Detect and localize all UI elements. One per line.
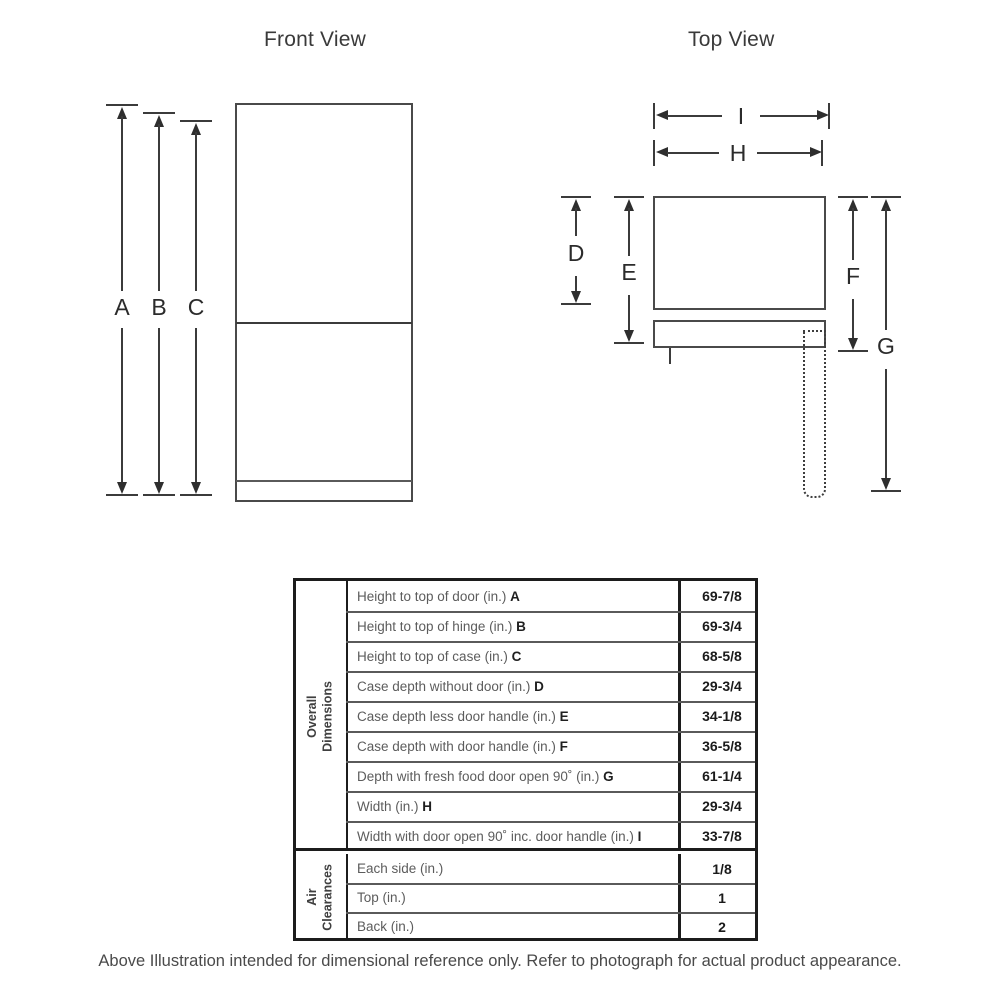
table-row: Case depth less door handle (in.) E 34-1… <box>346 701 755 731</box>
table-row: Depth with fresh food door open 90˚ (in.… <box>346 761 755 791</box>
dimension-label-g: G <box>877 333 895 359</box>
row-marker: A <box>510 588 520 604</box>
row-description: Case depth less door handle (in.) E <box>357 708 569 724</box>
row-value: 36-5/8 <box>702 738 742 754</box>
row-value: 69-3/4 <box>702 618 742 634</box>
row-value: 61-1/4 <box>702 768 742 784</box>
row-value: 29-3/4 <box>702 678 742 694</box>
row-value: 2 <box>718 918 726 935</box>
row-description: Top (in.) <box>357 890 406 905</box>
front-view-title: Front View <box>264 28 366 51</box>
table-row: Width with door open 90˚ inc. door handl… <box>346 821 755 851</box>
table-group-air-clearances: Air Clearances Each side (in.) 1/8 Top (… <box>296 854 755 941</box>
row-marker: I <box>637 828 642 844</box>
group-label-line-1: Air <box>305 888 320 907</box>
top-view-open-door-footprint <box>803 330 826 498</box>
row-value: 69-7/8 <box>702 588 742 604</box>
row-description: Depth with fresh food door open 90˚ (in.… <box>357 768 614 784</box>
front-view-cabinet-outline <box>235 103 413 502</box>
group-label-divider <box>346 854 348 941</box>
table-row: Width (in.) H 29-3/4 <box>346 791 755 821</box>
row-marker: E <box>559 708 569 724</box>
row-description: Height to top of hinge (in.) B <box>357 618 526 634</box>
row-value: 68-5/8 <box>702 648 742 664</box>
dimension-label-c: C <box>187 294 205 320</box>
table-row: Height to top of case (in.) C 68-5/8 <box>346 641 755 671</box>
row-description: Height to top of door (in.) A <box>357 588 520 604</box>
row-marker: C <box>511 648 522 664</box>
row-description: Width with door open 90˚ inc. door handl… <box>357 828 642 844</box>
row-description: Each side (in.) <box>357 861 444 876</box>
top-view-door-outline <box>653 320 826 348</box>
table-row: Top (in.) 1 <box>346 883 755 912</box>
table-row: Back (in.) 2 <box>346 912 755 941</box>
row-description: Case depth without door (in.) D <box>357 678 544 694</box>
dimension-label-d: D <box>567 240 585 266</box>
group-label-divider <box>346 581 348 848</box>
row-marker: H <box>422 798 433 814</box>
row-marker: B <box>516 618 526 634</box>
front-view-kick-strip-line <box>236 480 412 482</box>
group-label-line-1: Overall <box>305 694 320 738</box>
dimension-label-i: I <box>737 103 745 129</box>
table-row: Case depth without door (in.) D 29-3/4 <box>346 671 755 701</box>
table-row: Height to top of hinge (in.) B 69-3/4 <box>346 611 755 641</box>
dimension-label-f: F <box>845 263 861 289</box>
row-marker: F <box>559 738 568 754</box>
group-label-air-clearances: Air Clearances <box>296 854 346 941</box>
row-description: Case depth with door handle (in.) F <box>357 738 568 754</box>
table-row: Height to top of door (in.) A 69-7/8 <box>346 581 755 611</box>
table-group-overall-dimensions: Overall Dimensions Height to top of door… <box>296 581 755 851</box>
group-label-overall-dimensions: Overall Dimensions <box>296 581 346 851</box>
row-value: 29-3/4 <box>702 798 742 814</box>
dimension-label-e: E <box>621 259 637 285</box>
row-value: 1 <box>718 889 726 906</box>
group-label-line-2: Clearances <box>321 864 335 931</box>
front-view-door-divider-line <box>236 322 412 324</box>
row-value: 33-7/8 <box>702 828 742 844</box>
top-view-case-outline <box>653 196 826 310</box>
top-view-title: Top View <box>688 28 775 51</box>
top-view-door-handle-tick <box>669 348 671 364</box>
dimension-label-a: A <box>114 294 130 320</box>
row-marker: D <box>534 678 544 694</box>
illustration-disclaimer-caption: Above Illustration intended for dimensio… <box>98 952 902 970</box>
dimensions-spec-table: Overall Dimensions Height to top of door… <box>293 578 758 941</box>
table-row: Case depth with door handle (in.) F 36-5… <box>346 731 755 761</box>
row-description: Width (in.) H <box>357 798 433 814</box>
dimension-label-b: B <box>151 294 167 320</box>
value-column-divider <box>678 854 681 941</box>
row-description: Back (in.) <box>357 919 415 934</box>
group-label-line-2: Dimensions <box>321 680 335 752</box>
row-marker: G <box>603 768 614 784</box>
value-column-divider <box>678 581 681 848</box>
row-value: 1/8 <box>712 860 732 877</box>
dimension-label-h: H <box>729 140 747 166</box>
row-value: 34-1/8 <box>702 708 742 724</box>
row-description: Height to top of case (in.) C <box>357 648 522 664</box>
table-row: Each side (in.) 1/8 <box>346 854 755 883</box>
